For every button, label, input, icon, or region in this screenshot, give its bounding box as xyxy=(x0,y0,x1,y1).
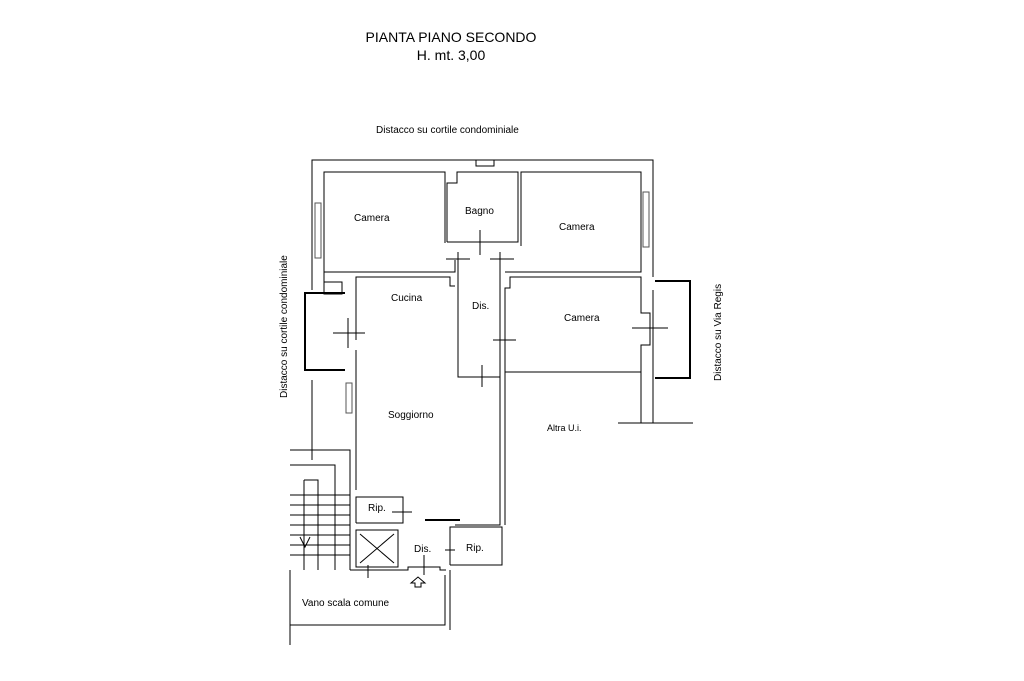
room-dis-1: Dis. xyxy=(472,301,490,312)
elevator xyxy=(355,529,399,568)
room-dis-2: Dis. xyxy=(414,544,432,555)
wall xyxy=(455,377,501,526)
wall xyxy=(504,276,651,373)
wall xyxy=(457,252,500,378)
wall xyxy=(446,171,519,243)
plan-title: PIANTA PIANO SECONDO xyxy=(365,29,537,45)
side-label-top: Distacco su cortile condominiale xyxy=(376,125,519,136)
chimney xyxy=(323,281,343,295)
side-label-right: Distacco su Via Regis xyxy=(713,283,724,381)
wall xyxy=(290,575,446,626)
staircase xyxy=(290,449,351,570)
room-altra-ui: Altra U.i. xyxy=(547,423,582,433)
entrance-arrow-icon xyxy=(409,576,427,588)
room-vano-scala: Vano scala comune xyxy=(302,598,390,609)
outer-wall xyxy=(311,159,654,290)
room-soggiorno: Soggiorno xyxy=(388,410,434,421)
room-camera-3: Camera xyxy=(564,313,600,324)
outer-wall-inner xyxy=(323,171,446,282)
room-cucina: Cucina xyxy=(391,293,423,304)
wall xyxy=(355,496,404,524)
balcony xyxy=(655,280,691,379)
wall xyxy=(324,260,456,273)
room-camera-1: Camera xyxy=(354,213,390,224)
room-rip-1: Rip. xyxy=(368,503,386,514)
plan-height: H. mt. 3,00 xyxy=(416,47,486,63)
door-marks xyxy=(333,230,668,578)
wall xyxy=(350,566,446,571)
room-bagno: Bagno xyxy=(465,206,494,217)
window xyxy=(642,191,650,248)
balcony xyxy=(304,292,345,371)
window xyxy=(475,159,495,167)
wall xyxy=(505,171,642,273)
wall xyxy=(449,526,503,566)
elevator-x xyxy=(359,533,395,564)
window xyxy=(314,202,322,259)
room-rip-2: Rip. xyxy=(466,543,484,554)
window xyxy=(345,382,353,414)
side-label-left: Distacco su cortile condominiale xyxy=(279,255,290,398)
room-camera-2: Camera xyxy=(559,222,595,233)
wall xyxy=(355,276,455,340)
